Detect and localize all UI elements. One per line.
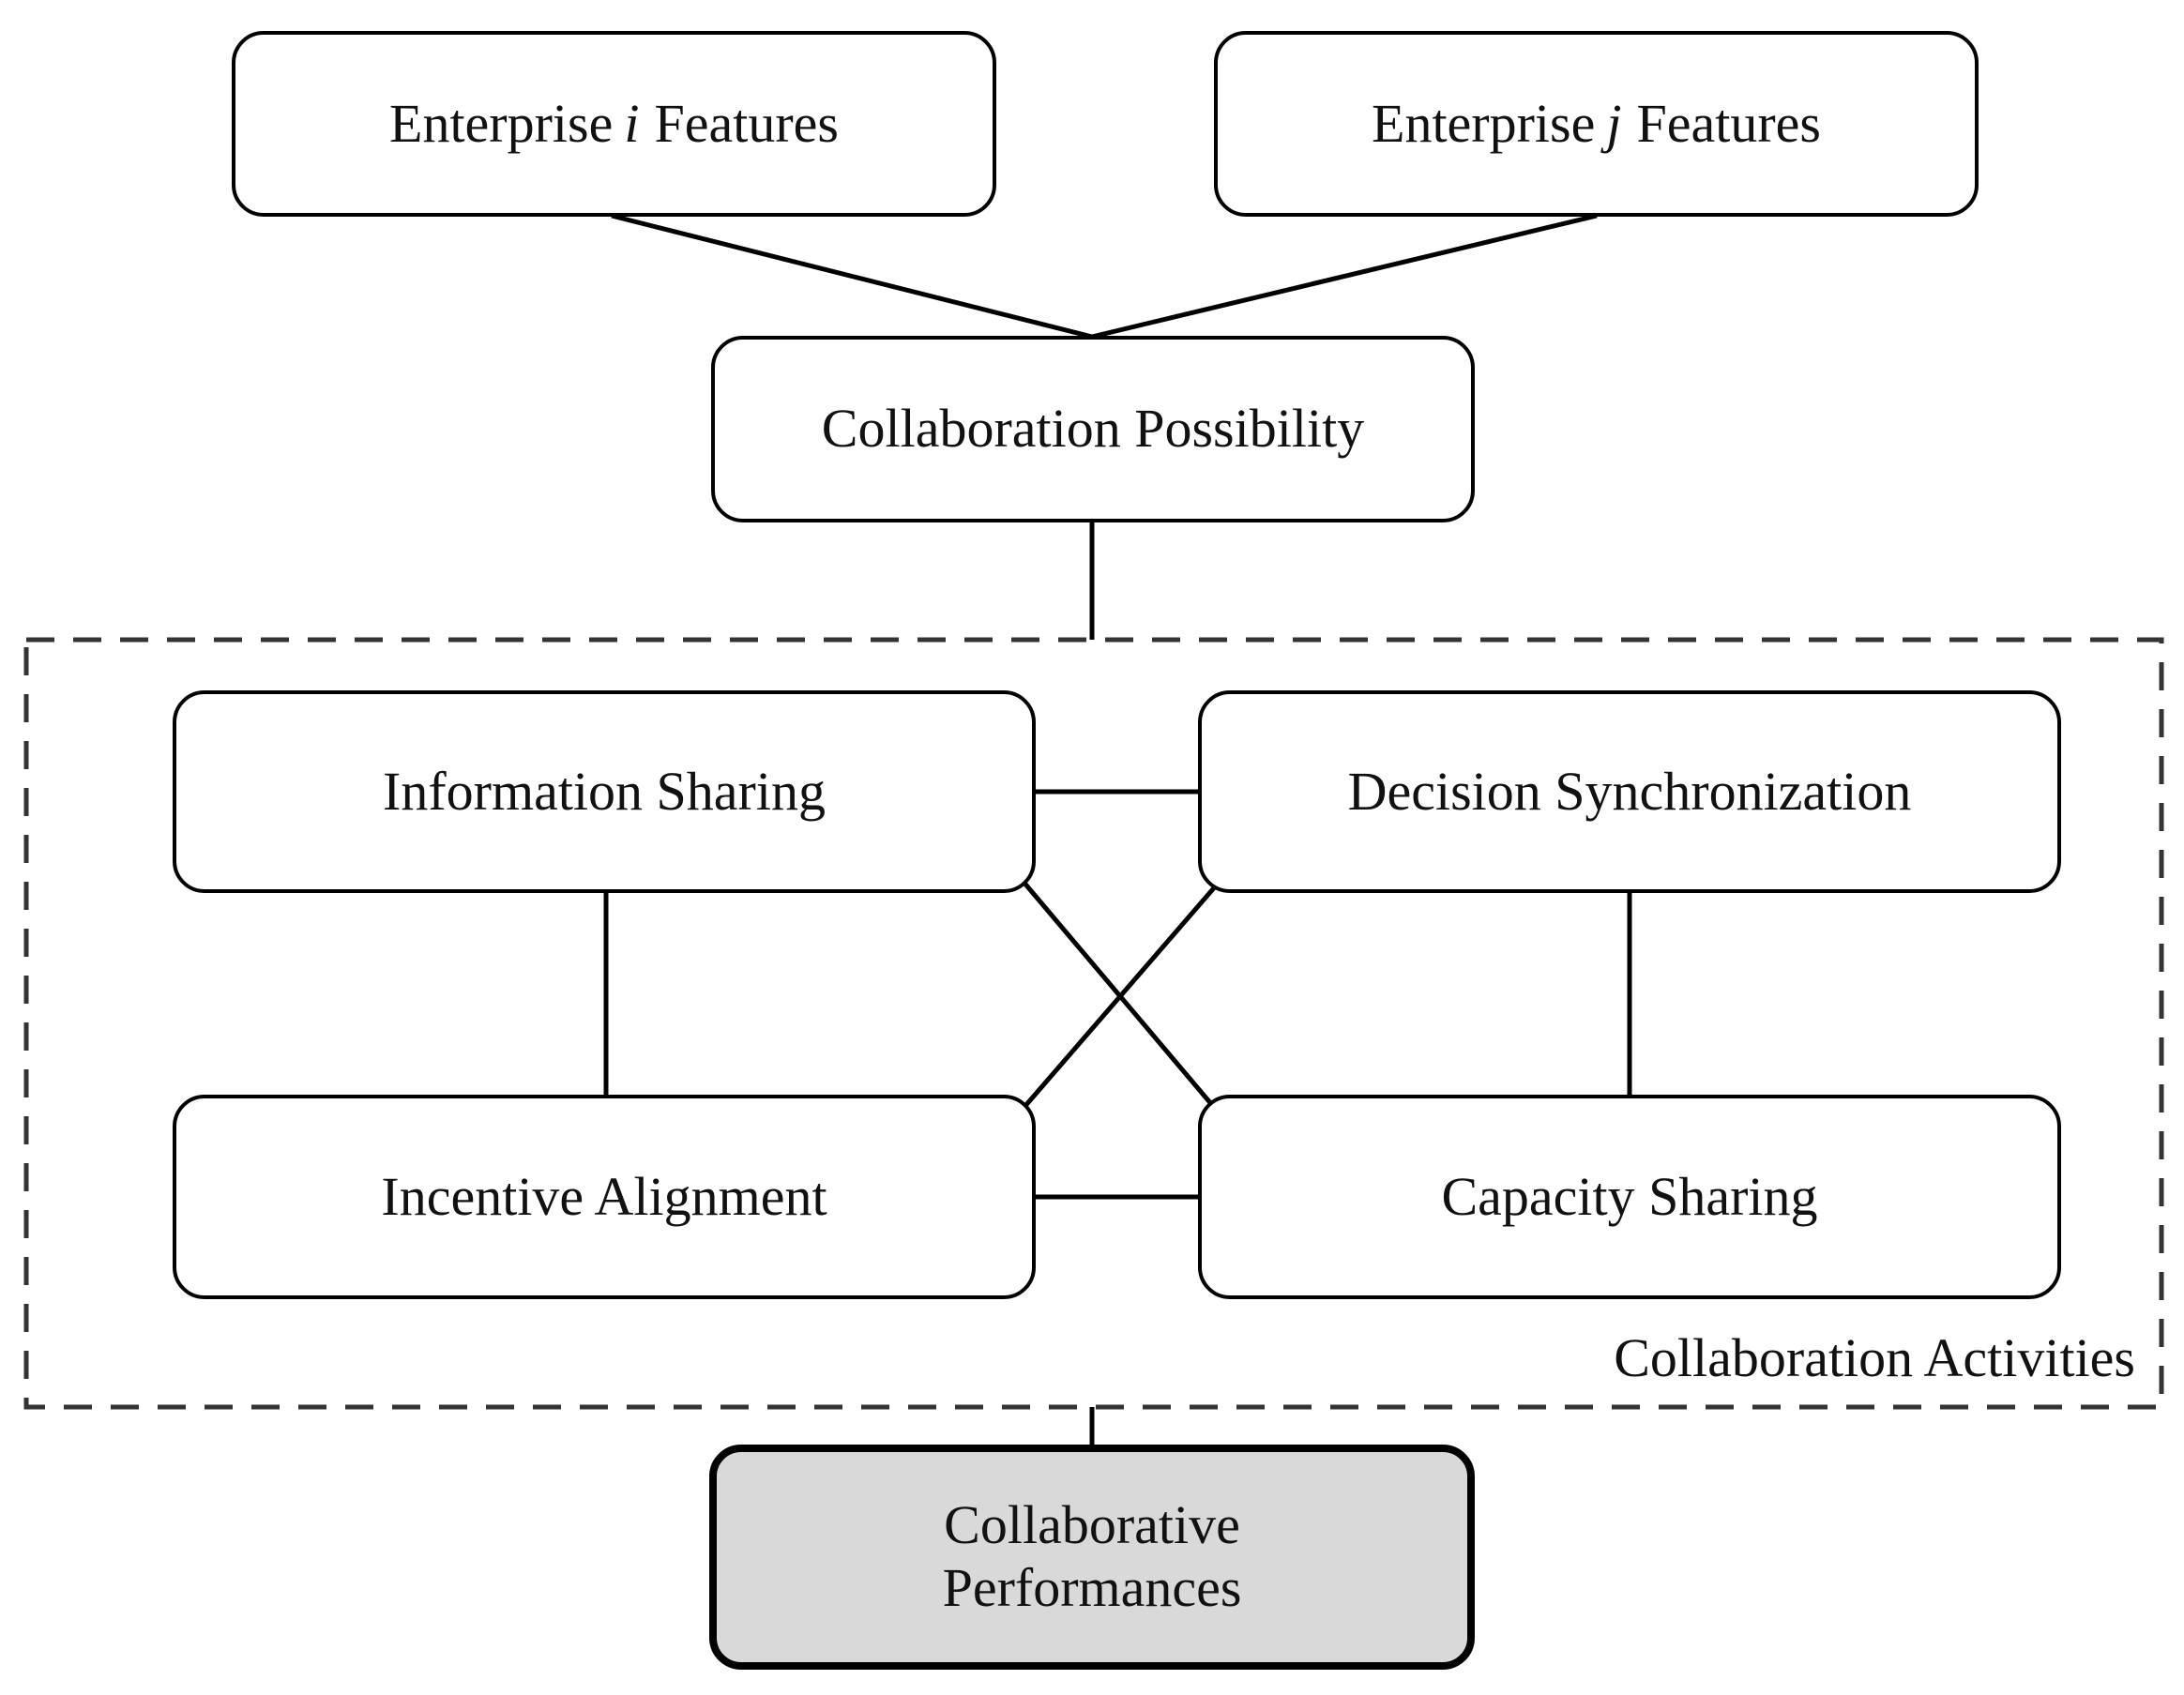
- collaboration-activities-boundary: [23, 637, 2164, 1410]
- collaborative-performances-line1: Collaborative: [944, 1494, 1240, 1556]
- collaboration-activities-label: Collaboration Activities: [1614, 1327, 2135, 1388]
- node-enterprise-i-features: Enterprise i Features: [232, 31, 996, 217]
- node-collaboration-possibility: Collaboration Possibility: [711, 336, 1475, 522]
- enterprise-j-variable: j: [1606, 92, 1622, 154]
- node-information-sharing: Information Sharing: [173, 690, 1036, 893]
- node-capacity-sharing: Capacity Sharing: [1198, 1095, 2061, 1299]
- node-decision-synchronization: Decision Synchronization: [1198, 690, 2061, 893]
- information-sharing-label: Information Sharing: [383, 760, 826, 822]
- enterprise-j-prefix: Enterprise: [1372, 92, 1596, 154]
- incentive-alignment-label: Incentive Alignment: [381, 1165, 827, 1227]
- enterprise-i-prefix: Enterprise: [389, 92, 614, 154]
- node-incentive-alignment: Incentive Alignment: [173, 1095, 1036, 1299]
- node-collaborative-performances: Collaborative Performances: [709, 1445, 1475, 1670]
- enterprise-i-variable: i: [624, 92, 640, 154]
- edge-enterprise-j-to-possibility: [1091, 213, 1598, 340]
- collaborative-performances-line2: Performances: [942, 1557, 1242, 1618]
- edge-information-to-capacity: [1021, 879, 1214, 1107]
- edge-enterprise-i-to-possibility: [611, 213, 1093, 340]
- enterprise-j-suffix: Features: [1636, 92, 1821, 154]
- node-enterprise-j-features: Enterprise j Features: [1214, 31, 1979, 217]
- collaboration-possibility-label: Collaboration Possibility: [821, 398, 1365, 460]
- capacity-sharing-label: Capacity Sharing: [1441, 1165, 1818, 1227]
- decision-synchronization-label: Decision Synchronization: [1347, 760, 1912, 822]
- edge-decision-to-incentive: [1023, 882, 1220, 1109]
- enterprise-i-suffix: Features: [654, 92, 839, 154]
